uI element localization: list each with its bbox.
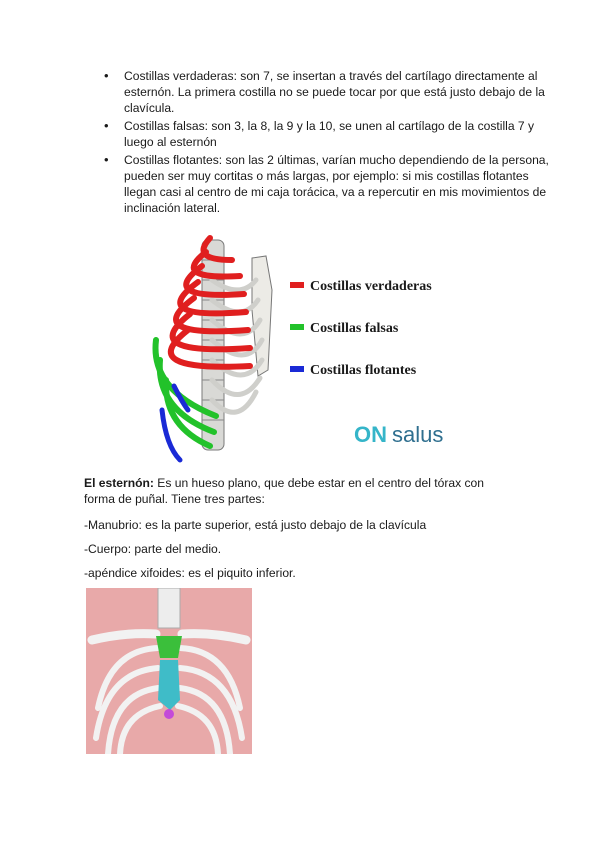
sternum-figure [86, 588, 252, 754]
esternon-heading: El esternón: [84, 476, 154, 490]
esternon-description: Es un hueso plano, que debe estar en el … [84, 476, 485, 506]
rib-types-list: Costillas verdaderas: son 7, se insertan… [84, 68, 564, 218]
legend-swatch-flotantes [290, 366, 304, 372]
onsalus-logo: ON salus [354, 422, 443, 447]
svg-text:ON: ON [354, 422, 387, 447]
cuerpo-shape [158, 660, 180, 710]
legend-label-flotantes: Costillas flotantes [310, 363, 417, 378]
rib-arcs [93, 645, 245, 754]
true-ribs [167, 235, 253, 370]
floating-ribs [159, 383, 191, 463]
part-cuerpo: -Cuerpo: parte del medio. [84, 542, 222, 556]
legend-swatch-falsas [290, 324, 304, 330]
list-item-costillas-falsas: Costillas falsas: son 3, la 8, la 9 y la… [104, 118, 564, 150]
part-xifoides: -apéndice xifoides: es el piquito inferi… [84, 566, 296, 580]
legend: Costillas verdaderas Costillas falsas Co… [290, 279, 432, 378]
legend-swatch-verdaderas [290, 282, 304, 288]
manubrio-shape [156, 636, 182, 658]
svg-text:salus: salus [392, 422, 443, 447]
rib-cage-figure: Costillas verdaderas Costillas falsas Co… [152, 235, 443, 463]
list-item-costillas-verdaderas: Costillas verdaderas: son 7, se insertan… [104, 68, 564, 116]
list-item-costillas-flotantes: Costillas flotantes: son las 2 últimas, … [104, 152, 564, 216]
esternon-intro: El esternón: Es un hueso plano, que debe… [84, 475, 504, 507]
xifoides-shape [164, 709, 174, 719]
false-ribs [152, 337, 219, 449]
part-manubrio: -Manubrio: es la parte superior, está ju… [84, 518, 427, 532]
legend-label-falsas: Costillas falsas [310, 321, 399, 336]
legend-label-verdaderas: Costillas verdaderas [310, 279, 432, 294]
